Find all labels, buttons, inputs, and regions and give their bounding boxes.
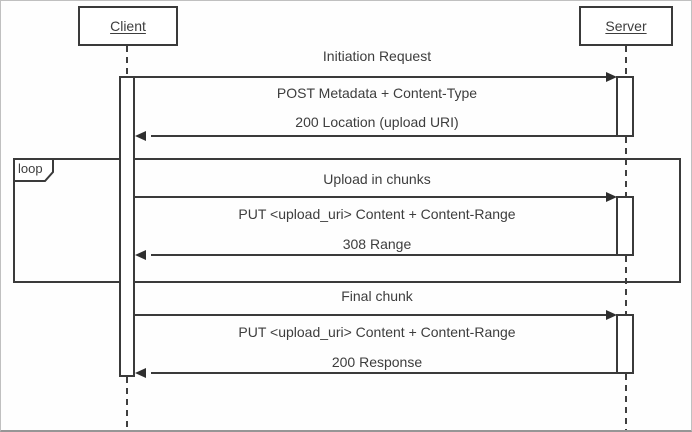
client-lifeline-segment [126, 377, 128, 430]
server-activation-bar [616, 76, 634, 137]
response-message-label: 200 Response [331, 354, 423, 370]
server-actor-box: Server [579, 6, 673, 46]
response-arrow-line [151, 254, 634, 256]
request-arrowhead-icon [606, 310, 617, 320]
client-lifeline-segment [126, 46, 128, 76]
loop-operator-tab [13, 158, 54, 182]
request-message-label: PUT <upload_uri> Content + Content-Range [238, 324, 516, 340]
request-arrow-line [135, 76, 608, 78]
request-arrowhead-icon [606, 192, 617, 202]
server-lifeline-segment [625, 374, 627, 430]
request-arrowhead-icon [606, 72, 617, 82]
response-arrowhead-icon [135, 368, 146, 378]
loop-fragment-frame [13, 158, 681, 283]
server-lifeline-segment [625, 137, 627, 196]
response-message-label: 308 Range [342, 236, 412, 252]
server-activation-bar [616, 314, 634, 374]
request-message-label: POST Metadata + Content-Type [276, 85, 478, 101]
server-activation-bar [616, 196, 634, 256]
response-arrowhead-icon [135, 250, 146, 260]
response-arrow-line [151, 135, 634, 137]
exchange-section-label: Upload in chunks [323, 171, 431, 187]
response-message-label: 200 Location (upload URI) [295, 114, 459, 130]
request-message-label: PUT <upload_uri> Content + Content-Range [238, 206, 516, 222]
server-lifeline-segment [625, 46, 627, 77]
request-arrow-line [135, 314, 608, 316]
loop-operator-label: loop [18, 161, 43, 176]
response-arrow-line [151, 372, 634, 374]
client-actor-box: Client [78, 6, 178, 46]
exchange-section-label: Initiation Request [322, 48, 432, 64]
response-arrowhead-icon [135, 131, 146, 141]
request-arrow-line [135, 196, 608, 198]
exchange-section-label: Final chunk [341, 288, 413, 304]
server-lifeline-segment [625, 256, 627, 314]
server-actor-label: Server [605, 18, 647, 34]
client-actor-label: Client [110, 18, 146, 34]
client-activation-bar [119, 76, 135, 377]
